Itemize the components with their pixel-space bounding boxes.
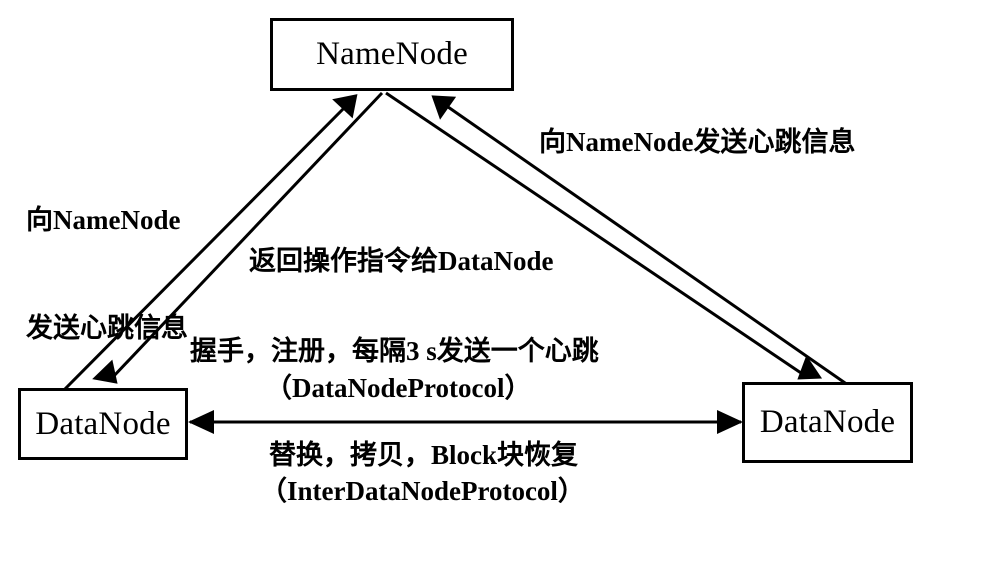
edge-right-datanode-to-namenode: [431, 95, 849, 387]
edge-label-interdatanode-protocol: （InterDataNodeProtocol）: [260, 476, 585, 506]
edge-label-right-heartbeat: 向NameNode发送心跳信息: [539, 127, 856, 157]
edge-namenode-to-right-datanode: [385, 91, 823, 380]
edge-datanode-to-datanode: [188, 410, 743, 434]
edge-label-replicate: 替换，拷贝，Block块恢复: [269, 440, 579, 470]
edge-left-datanode-to-namenode: [60, 94, 358, 394]
node-datanode-left-label: DataNode: [35, 405, 171, 442]
node-datanode-left[interactable]: DataNode: [18, 388, 188, 460]
edge-label-datanode-protocol: （DataNodeProtocol）: [265, 373, 532, 403]
node-namenode[interactable]: NameNode: [270, 18, 514, 91]
node-datanode-right[interactable]: DataNode: [742, 382, 913, 463]
edge-label-left-heartbeat: 向NameNode 发送心跳信息: [26, 130, 188, 418]
node-datanode-right-label: DataNode: [759, 404, 896, 440]
edge-namenode-to-left-datanode: [92, 91, 384, 384]
node-namenode-label: NameNode: [316, 36, 468, 72]
edge-label-return-command: 返回操作指令给DataNode: [249, 246, 554, 276]
edge-label-left-heartbeat-line1: 向NameNode: [26, 205, 181, 235]
edge-label-left-heartbeat-line2: 发送心跳信息: [26, 313, 188, 343]
edge-label-handshake: 握手，注册，每隔3 s发送一个心跳: [190, 336, 599, 366]
